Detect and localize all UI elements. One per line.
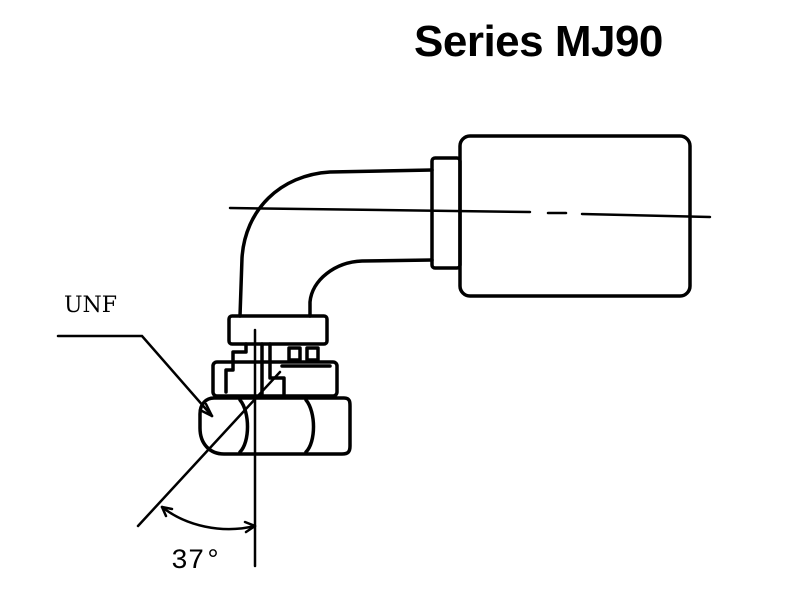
seat-profile	[224, 342, 332, 396]
swivel-flange	[227, 314, 329, 346]
hex-nut	[198, 396, 352, 456]
centerline	[228, 206, 712, 219]
angle-arc	[160, 505, 257, 534]
page-title: Series MJ90	[414, 17, 663, 66]
nut-upper	[211, 360, 339, 398]
socket-collar	[430, 156, 462, 270]
thread-label: UNF	[64, 293, 117, 318]
angle-lines	[136, 328, 282, 568]
unf-leader	[56, 334, 214, 418]
elbow-tube	[238, 168, 434, 318]
angle-label: 37°	[171, 546, 221, 577]
